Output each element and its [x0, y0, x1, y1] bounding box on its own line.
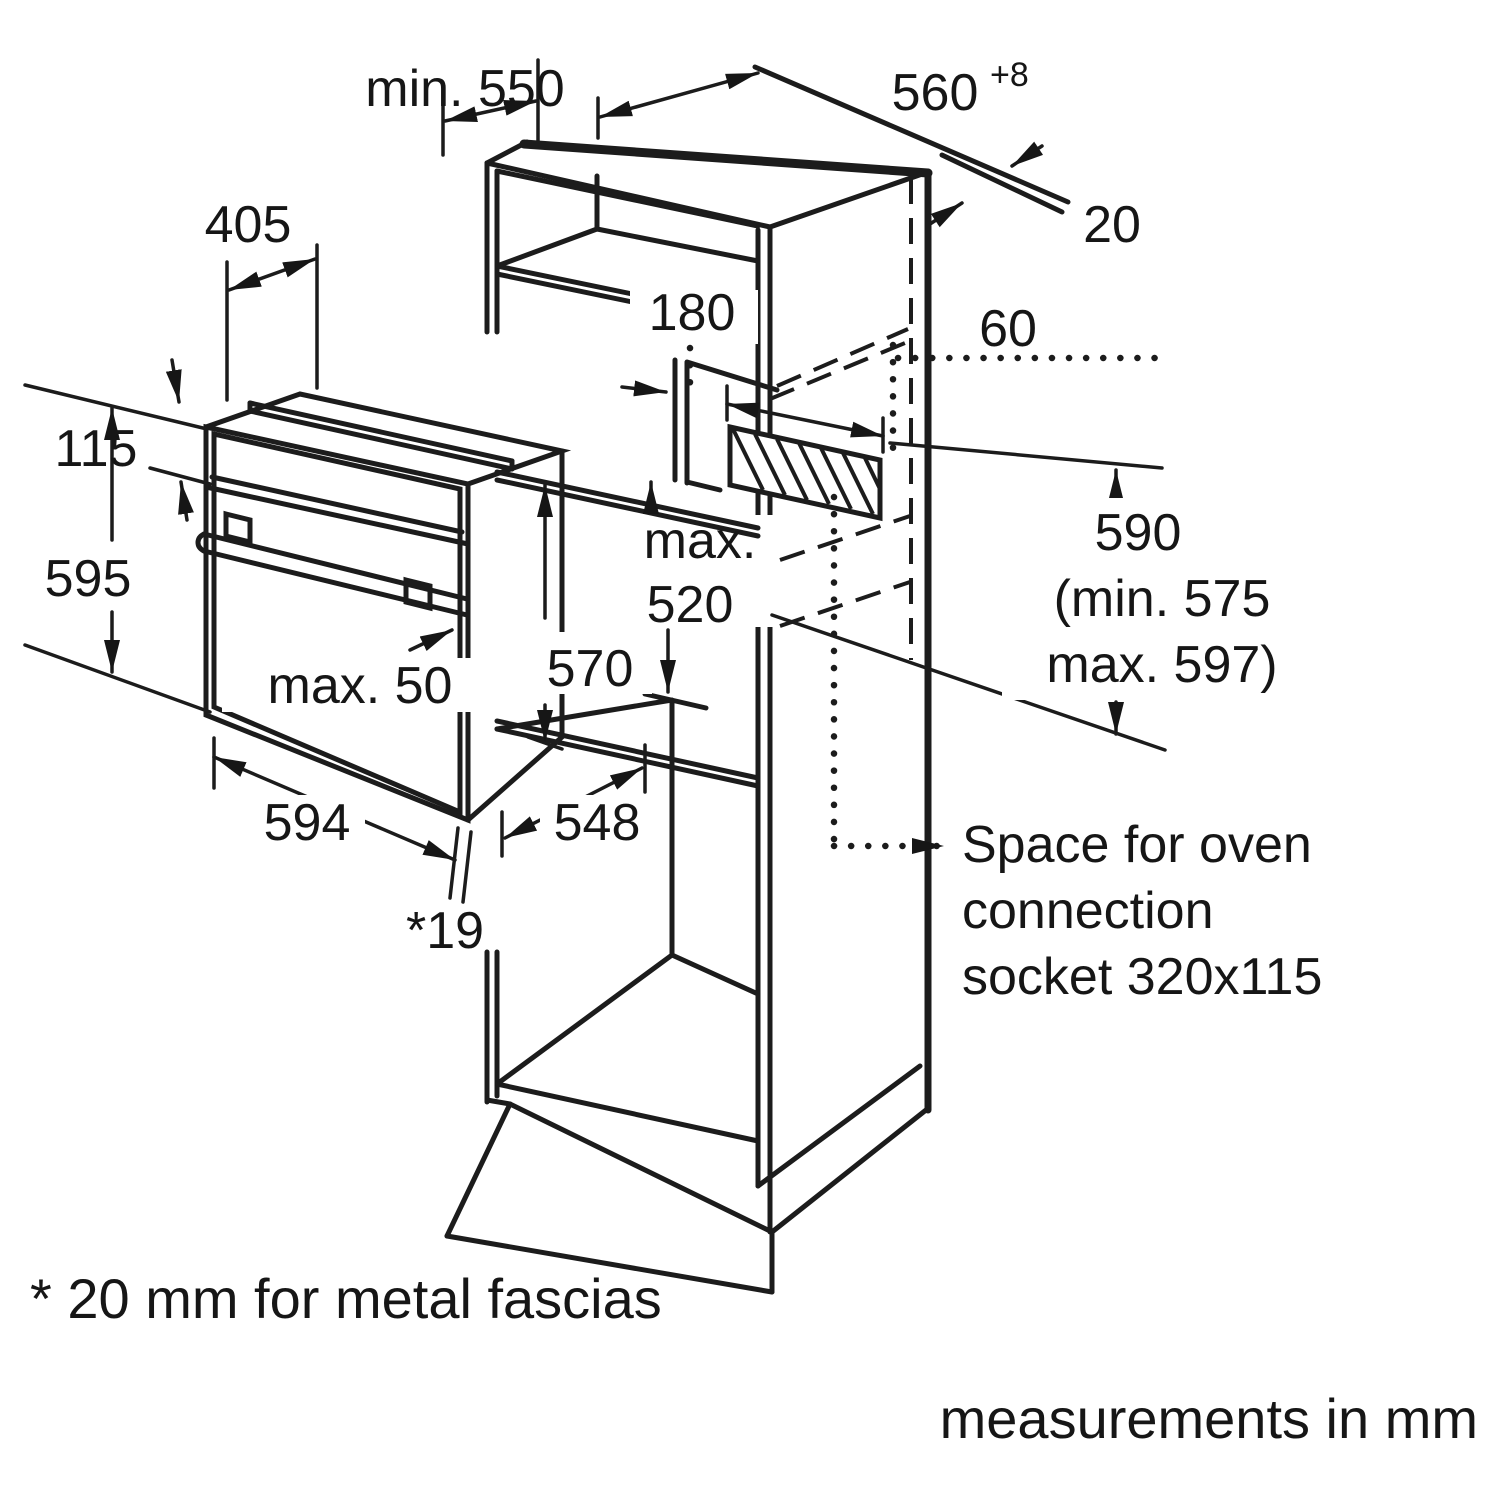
dim-590-min-label: (min. 575	[1054, 570, 1271, 628]
dim-19-ticks	[448, 826, 473, 904]
socket-note-line2: connection	[962, 882, 1214, 940]
dim-max-50-label: max. 50	[268, 657, 453, 715]
oven	[195, 391, 572, 824]
dim-20-arrow-lower	[928, 201, 964, 228]
dim-570-label: 570	[547, 640, 634, 698]
oven-handle	[195, 510, 470, 618]
dim-560-label: 560	[892, 64, 979, 122]
label-plaques	[222, 290, 1317, 850]
dim-min-550	[441, 58, 540, 157]
dim-115-label: 115	[55, 420, 138, 478]
dim-560	[596, 64, 1071, 228]
dim-595-label: 595	[45, 550, 132, 608]
dim-socket-width	[725, 384, 885, 454]
lower-interior	[494, 699, 761, 1144]
dim-590	[770, 441, 1167, 752]
dim-570	[526, 483, 564, 751]
labels: min. 550 560 +8 405 20 180 60 115 595 ma…	[30, 56, 1478, 1450]
dim-594-label: 594	[264, 794, 351, 852]
dim-20-label: 20	[1083, 196, 1141, 254]
worktop-edge	[752, 64, 1071, 205]
hidden-lines	[686, 178, 1159, 854]
oven-control-panel	[203, 484, 471, 547]
dim-115	[23, 358, 212, 522]
dim-180-label: 180	[649, 284, 736, 342]
dim-560-tolerance: +8	[990, 56, 1029, 94]
dim-590-label: 590	[1095, 504, 1182, 562]
dim-590-max-label: max. 597)	[1046, 636, 1277, 694]
dim-405-label: 405	[205, 196, 292, 254]
plinth	[444, 1063, 929, 1295]
dim-20-arrow-upper	[1010, 141, 1044, 168]
dim-max-50-arrow	[408, 628, 454, 652]
units-note: measurements in mm	[940, 1387, 1478, 1450]
connection-socket	[727, 423, 883, 522]
cabinet-top-back-edge	[519, 139, 933, 178]
dim-595	[23, 406, 212, 714]
dim-405	[225, 243, 319, 402]
dim-548-label: 548	[554, 794, 641, 852]
niche-top-edge	[494, 469, 761, 531]
socket-hatch	[731, 428, 882, 515]
footnote: * 20 mm for metal fascias	[30, 1267, 662, 1330]
socket-note-line1: Space for oven	[962, 816, 1312, 874]
oven-front-face	[203, 423, 471, 824]
dim-min-550-label: min. 550	[365, 60, 564, 118]
dim-19-label: *19	[406, 902, 484, 960]
dim-60-label: 60	[979, 300, 1037, 358]
socket-note-line3: socket 320x115	[962, 948, 1322, 1006]
dim-max-520-label-line2: 520	[647, 576, 734, 634]
dim-max-520	[643, 480, 676, 694]
dim-max-520-label-line1: max.	[644, 512, 757, 570]
dim-180-arrow	[620, 380, 668, 397]
